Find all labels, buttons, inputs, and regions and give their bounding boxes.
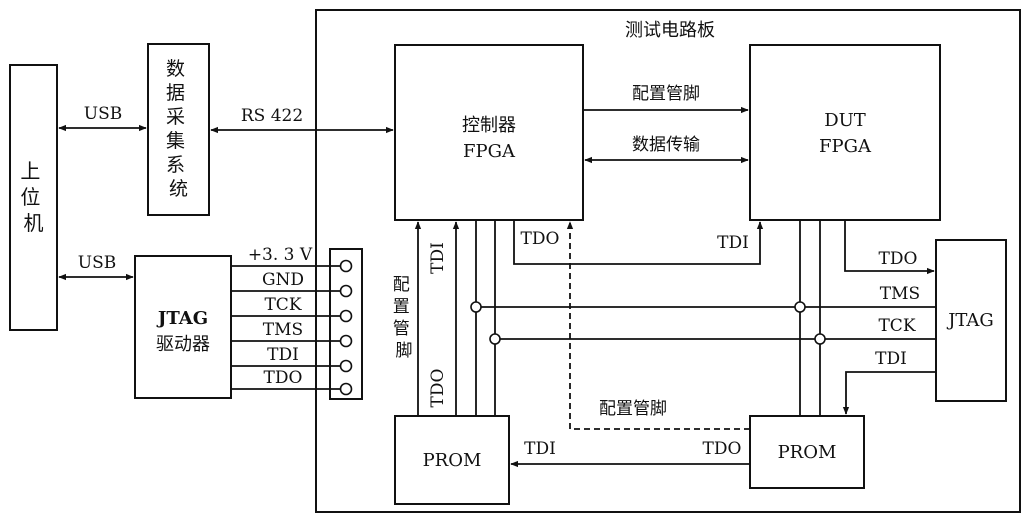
junction-marker <box>794 301 806 313</box>
jtag-header-box <box>329 248 363 400</box>
host-pc-label: 上 位 机 <box>20 159 46 235</box>
junction-marker <box>814 333 826 345</box>
data-transfer-label: 数据传输 <box>632 135 700 155</box>
controller-fpga-label-2: FPGA <box>463 141 516 162</box>
header-pin-label: TDO <box>264 368 303 388</box>
junction-marker <box>489 333 501 345</box>
dashed-config-pins-line <box>566 221 750 430</box>
ctrl-tdo-label: TDO <box>521 229 560 249</box>
header-pin-label: TMS <box>263 320 303 340</box>
dashed-config-pins-label: 配置管脚 <box>599 399 667 419</box>
header-pin <box>339 359 353 373</box>
dut-tdi-label: TDI <box>717 233 749 253</box>
header-wires <box>231 265 343 390</box>
daq-label-char: 采 <box>166 106 185 128</box>
config-pins-label: 配置管脚 <box>632 84 700 104</box>
daq-label-char: 数 <box>166 58 185 80</box>
config-pins-vertical-char: 管 <box>393 319 410 339</box>
jtag-driver-label-2: 驱动器 <box>156 334 210 355</box>
ctrl-tdo-to-dut-tdi-line <box>513 220 764 265</box>
dut-tdo-label: TDO <box>879 249 918 269</box>
daq-system-box <box>147 43 210 216</box>
jtag-tdi-to-prom-line <box>842 371 936 415</box>
dut-fpga-label-1: DUT <box>824 110 866 131</box>
config-pins-vertical-char: 置 <box>393 297 410 317</box>
prom-tdo-label: TDO <box>703 439 742 459</box>
prom-left-label: PROM <box>423 450 482 471</box>
tck-label: TCK <box>878 316 915 336</box>
header-pin-label: +3. 3 V <box>248 245 313 265</box>
host-pc-box <box>9 64 58 331</box>
jtag-connector-label: JTAG <box>946 310 994 331</box>
tms-label: TMS <box>880 284 920 304</box>
header-pin-label: TCK <box>264 295 301 315</box>
dut-fpga-label-2: FPGA <box>819 136 872 157</box>
jtag-driver-box <box>134 255 232 399</box>
jtag-driver-label-1: JTAG <box>156 308 208 329</box>
controller-fpga-label-1: 控制器 <box>462 115 516 136</box>
test-board-title: 测试电路板 <box>625 20 715 41</box>
header-pin <box>339 382 353 396</box>
header-pin-label: TDI <box>267 345 299 365</box>
daq-label-char: 统 <box>169 178 188 200</box>
prom-tdo-vertical-label: TDO <box>428 369 448 408</box>
header-pins <box>339 259 353 396</box>
config-pins-vertical-char: 脚 <box>396 341 413 361</box>
prom-right-label: PROM <box>778 442 837 463</box>
host-label-char: 位 <box>20 185 40 209</box>
header-pin <box>339 259 353 273</box>
header-pin-label: GND <box>262 270 304 290</box>
junction-marker <box>470 301 482 313</box>
usb-jtag-label: USB <box>78 253 116 273</box>
config-pins-vertical-char: 配 <box>393 275 410 295</box>
daq-system-label: 数 据 采 集 系 统 <box>166 58 191 200</box>
usb-daq-label: USB <box>84 104 122 124</box>
header-pin <box>339 284 353 298</box>
prom-right-box <box>749 415 865 489</box>
config-pins-vertical-label: 配 置 管 脚 <box>393 275 415 361</box>
jtag-connector-box <box>935 239 1007 402</box>
controller-fpga-box <box>394 44 584 221</box>
dut-fpga-box <box>749 44 941 221</box>
prom-tdi-label: TDI <box>524 439 556 459</box>
header-pin <box>339 309 353 323</box>
host-label-char: 机 <box>24 211 44 235</box>
daq-label-char: 集 <box>166 130 185 152</box>
header-pin <box>339 334 353 348</box>
test-board-outline <box>315 9 1021 513</box>
host-label-char: 上 <box>20 159 40 183</box>
prom-left-box <box>394 415 510 505</box>
dut-tdo-to-jtag-line <box>844 220 935 275</box>
ctrl-tdi-vertical-label: TDI <box>428 242 448 274</box>
daq-label-char: 系 <box>166 154 185 176</box>
daq-label-char: 据 <box>166 82 185 104</box>
rs422-label: RS 422 <box>241 106 303 126</box>
jtag-tdi-label: TDI <box>875 349 907 369</box>
